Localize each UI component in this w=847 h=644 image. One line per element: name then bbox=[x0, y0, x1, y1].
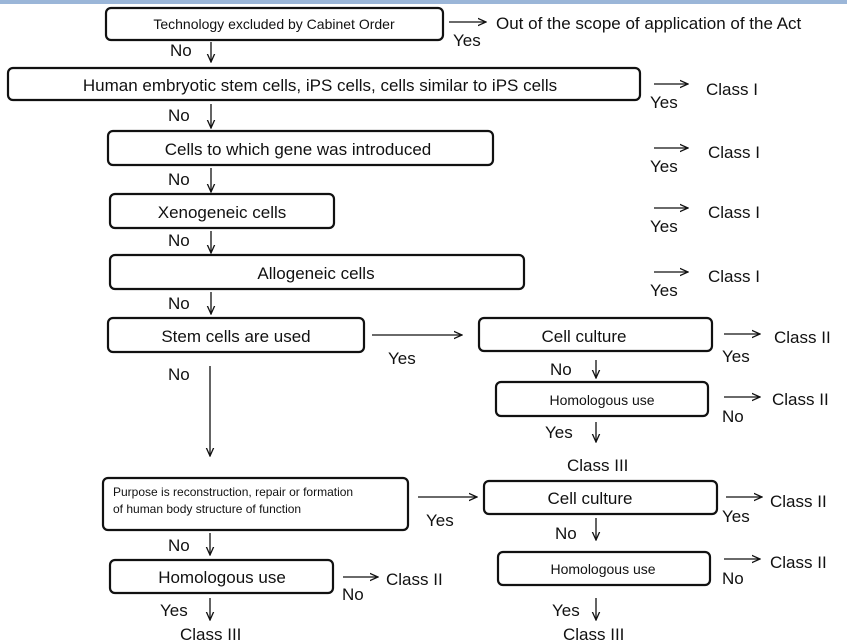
stem-used-box bbox=[106, 316, 366, 354]
cabinet-order-box bbox=[104, 6, 445, 42]
homologous-lower-left-label: Homologous use bbox=[158, 568, 286, 587]
cell-culture-upper-yes-label: Yes bbox=[722, 347, 750, 366]
cell-culture-lower-box bbox=[482, 479, 719, 516]
gene-no-label: No bbox=[168, 170, 190, 189]
xenogeneic-label: Xenogeneic cells bbox=[158, 203, 287, 222]
top-strip bbox=[0, 0, 847, 4]
cell-culture-upper-class-label: Class II bbox=[774, 328, 831, 347]
homologous-upper-class-label: Class II bbox=[772, 390, 829, 409]
gene-class-label: Class I bbox=[708, 143, 760, 162]
cell-culture-upper-no-label: No bbox=[550, 360, 572, 379]
homologous-upper-class3-label: Class III bbox=[567, 456, 628, 475]
homologous-lower-right-class3-label: Class III bbox=[563, 625, 624, 644]
human-stem-no-label: No bbox=[168, 106, 190, 125]
homologous-upper-yes-label: Yes bbox=[545, 423, 573, 442]
purpose-box bbox=[101, 476, 410, 532]
homologous-upper-label: Homologous use bbox=[549, 392, 654, 408]
xenogeneic-no-label: No bbox=[168, 231, 190, 250]
cell-culture-lower-label: Cell culture bbox=[547, 489, 632, 508]
homologous-upper-box bbox=[494, 380, 710, 418]
gene-introduced-box bbox=[106, 129, 495, 167]
cell-culture-lower-yes-label: Yes bbox=[722, 507, 750, 526]
homologous-lower-right-no-label: No bbox=[722, 569, 744, 588]
cell-culture-upper-box bbox=[477, 316, 714, 353]
homologous-lower-right-class-label: Class II bbox=[770, 553, 827, 572]
homologous-lower-left-yes-label: Yes bbox=[160, 601, 188, 620]
allogeneic-box bbox=[108, 253, 526, 291]
stem-used-no-label: No bbox=[168, 365, 190, 384]
homologous-lower-left-class3-label: Class III bbox=[180, 625, 241, 644]
homologous-lower-left-no-label: No bbox=[342, 585, 364, 604]
homologous-lower-right-label: Homologous use bbox=[550, 561, 655, 577]
cell-culture-lower-no-label: No bbox=[555, 524, 577, 543]
cell-culture-lower-class-label: Class II bbox=[770, 492, 827, 511]
allogeneic-class-label: Class I bbox=[708, 267, 760, 286]
human-stem-class-label: Class I bbox=[706, 80, 758, 99]
homologous-lower-left-box bbox=[108, 558, 335, 595]
cabinet-yes-label: Yes bbox=[453, 31, 481, 50]
gene-introduced-label: Cells to which gene was introduced bbox=[165, 140, 431, 159]
homologous-upper-no-label: No bbox=[722, 407, 744, 426]
xenogeneic-class-label: Class I bbox=[708, 203, 760, 222]
cell-culture-upper-label: Cell culture bbox=[541, 327, 626, 346]
out-of-scope-label: Out of the scope of application of the A… bbox=[496, 14, 802, 33]
purpose-no-label: No bbox=[168, 536, 190, 555]
purpose-yes-label: Yes bbox=[426, 511, 454, 530]
gene-yes-label: Yes bbox=[650, 157, 678, 176]
allogeneic-label: Allogeneic cells bbox=[257, 264, 374, 283]
human-stem-label: Human embryotic stem cells, iPS cells, c… bbox=[83, 76, 557, 95]
stem-used-yes-label: Yes bbox=[388, 349, 416, 368]
purpose-label-line2: of human body structure of function bbox=[113, 502, 301, 516]
xenogeneic-yes-label: Yes bbox=[650, 217, 678, 236]
allogeneic-no-label: No bbox=[168, 294, 190, 313]
allogeneic-yes-label: Yes bbox=[650, 281, 678, 300]
homologous-lower-right-yes-label: Yes bbox=[552, 601, 580, 620]
cabinet-order-label: Technology excluded by Cabinet Order bbox=[153, 16, 395, 32]
human-stem-box bbox=[6, 66, 642, 102]
cabinet-no-label: No bbox=[170, 41, 192, 60]
xenogeneic-box bbox=[108, 192, 336, 230]
homologous-lower-left-class-label: Class II bbox=[386, 570, 443, 589]
purpose-label-line1: Purpose is reconstruction, repair or for… bbox=[113, 485, 353, 499]
human-stem-yes-label: Yes bbox=[650, 93, 678, 112]
stem-used-label: Stem cells are used bbox=[161, 327, 310, 346]
homologous-lower-right-box bbox=[496, 550, 712, 587]
